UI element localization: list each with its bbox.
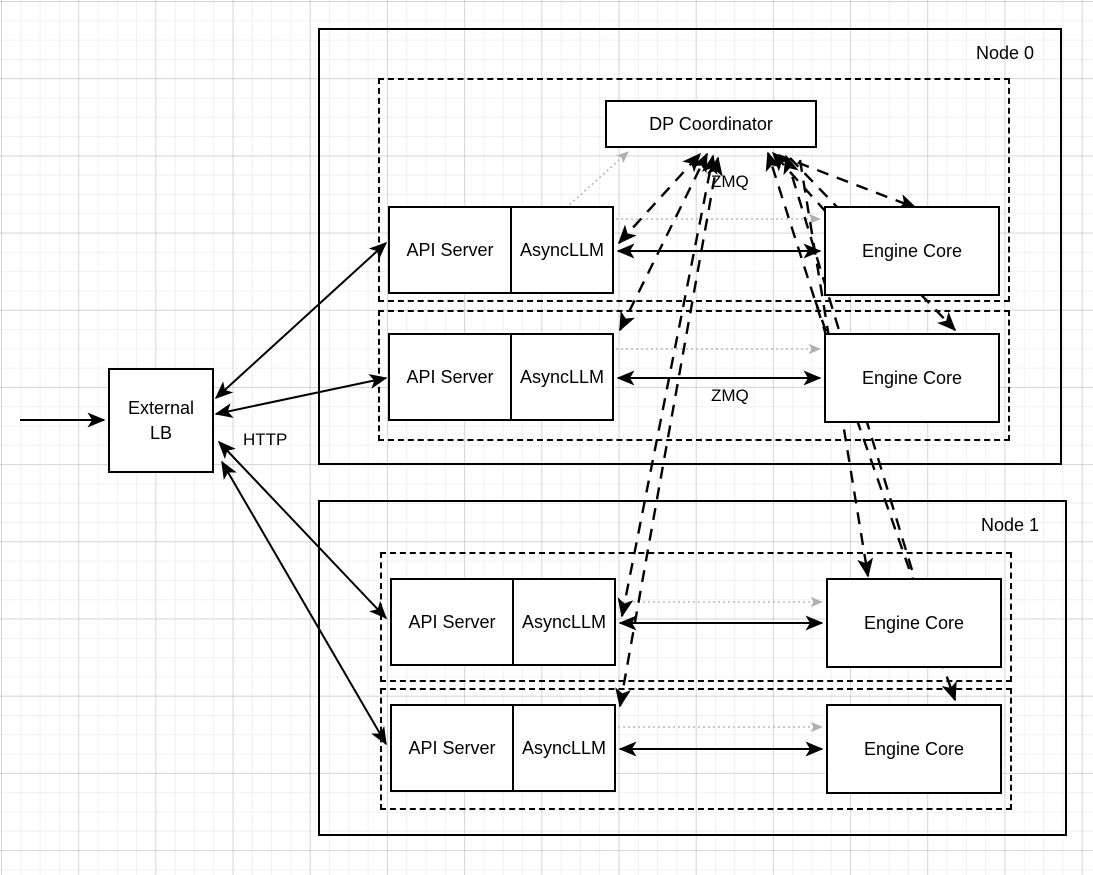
node-0-label: Node 0 [976,43,1035,63]
api-server-label: API Server [406,366,494,387]
external-lb-label-line2: LB [149,422,173,443]
node-1-dp-group-0 [380,552,1012,682]
dp-coordinator-label: DP Coordinator [649,113,773,134]
dp-coordinator-box[interactable]: DP Coordinator [605,100,817,148]
node-1-dp-1-api-server-asyncllm[interactable]: API Server AsyncLLM [390,704,616,792]
http-label: HTTP [243,430,288,449]
api-server-label: API Server [406,239,494,260]
node-0-dp-0-asyncllm[interactable]: AsyncLLM [512,208,612,292]
zmq-label-node0-second: ZMQ [711,386,749,405]
node-1-dp-0-engine-core[interactable]: Engine Core [826,578,1002,668]
external-lb-label-line1: External [127,398,195,419]
asyncllm-label: AsyncLLM [519,366,605,387]
engine-core-label: Engine Core [861,367,963,388]
engine-core-label: Engine Core [861,240,963,261]
node-1-dp-1-engine-core[interactable]: Engine Core [826,704,1002,794]
api-server-label: API Server [408,737,496,758]
node-1-container [318,500,1067,836]
node-0-dp-1-api-server[interactable]: API Server [390,335,512,419]
node-1-dp-0-asyncllm[interactable]: AsyncLLM [514,580,614,664]
node-1-dp-1-asyncllm[interactable]: AsyncLLM [514,706,614,790]
node-0-dp-1-asyncllm[interactable]: AsyncLLM [512,335,612,419]
node-0-dp-1-engine-core[interactable]: Engine Core [824,333,1000,423]
api-server-label: API Server [408,611,496,632]
engine-core-label: Engine Core [863,738,965,759]
node-0-dp-1-api-server-asyncllm[interactable]: API Server AsyncLLM [388,333,614,421]
node-0-dp-group-0 [378,78,1010,302]
node-0-dp-group-1 [378,310,1010,441]
node-0-dp-0-api-server-asyncllm[interactable]: API Server AsyncLLM [388,206,614,294]
node-1-dp-group-1 [380,688,1012,810]
node-1-dp-0-api-server-asyncllm[interactable]: API Server AsyncLLM [390,578,616,666]
node-1-dp-1-api-server[interactable]: API Server [392,706,514,790]
node-1-dp-0-api-server[interactable]: API Server [392,580,514,664]
external-lb-box[interactable]: External LB [108,368,214,473]
node-0-dp-0-api-server[interactable]: API Server [390,208,512,292]
node-1-label: Node 1 [981,515,1040,535]
node-0-container [318,28,1062,465]
node-0-dp-0-engine-core[interactable]: Engine Core [824,206,1000,296]
asyncllm-label: AsyncLLM [519,239,605,260]
engine-core-label: Engine Core [863,612,965,633]
zmq-label-node0-top: ZMQ [711,172,749,191]
asyncllm-label: AsyncLLM [521,611,607,632]
asyncllm-label: AsyncLLM [521,737,607,758]
